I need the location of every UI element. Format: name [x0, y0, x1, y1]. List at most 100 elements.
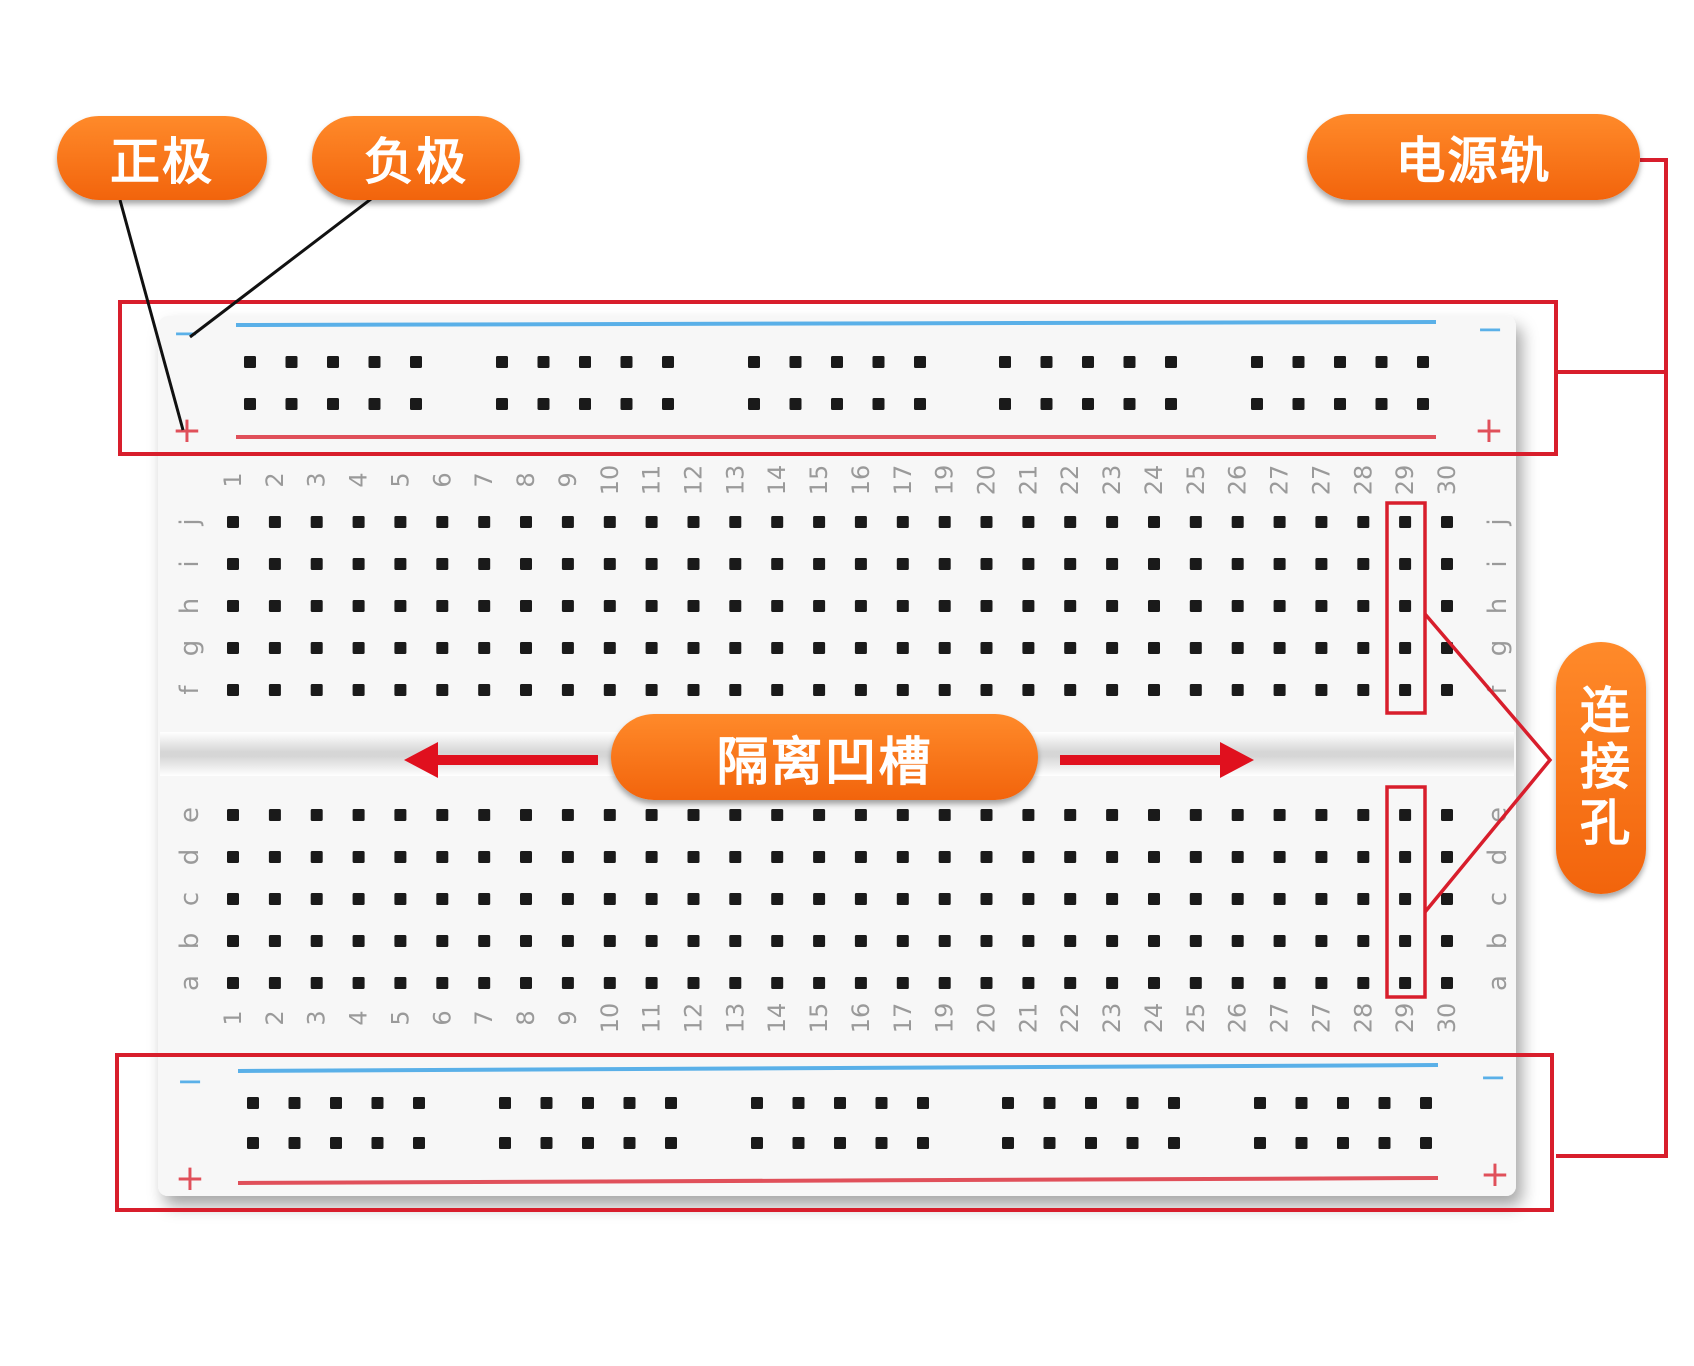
terminal-hole-bottom: [854, 977, 867, 989]
column-number-bottom: 1: [219, 1010, 247, 1025]
terminal-hole-bottom: [1148, 977, 1160, 989]
terminal-hole-top: [436, 600, 449, 612]
terminal-hole-bottom: [1399, 935, 1412, 947]
terminal-hole-bottom: [729, 935, 742, 947]
terminal-hole-top: [478, 516, 491, 528]
terminal-hole-bottom: [771, 935, 784, 947]
terminal-hole-top: [1022, 600, 1035, 612]
terminal-hole-bottom: [520, 977, 532, 989]
rail-hole-bottom: [665, 1097, 677, 1109]
terminal-hole-top: [980, 516, 993, 528]
terminal-hole-top: [1399, 642, 1412, 654]
rail-hole-bottom: [623, 1137, 636, 1149]
terminal-hole-top: [352, 600, 365, 612]
rail-hole-top: [1251, 356, 1263, 368]
terminal-hole-top: [394, 516, 407, 528]
terminal-hole-top: [1273, 516, 1286, 528]
terminal-hole-top: [1189, 642, 1202, 654]
terminal-hole-bottom: [1315, 851, 1328, 863]
rail-hole-bottom: [1337, 1137, 1349, 1149]
terminal-hole-bottom: [561, 893, 574, 905]
terminal-hole-top: [561, 600, 574, 612]
rail-hole-bottom: [792, 1097, 805, 1109]
terminal-hole-top: [310, 642, 323, 654]
column-number-bottom: 9: [554, 1010, 582, 1025]
terminal-hole-bottom: [938, 809, 951, 821]
row-letter-bottom-left: d: [175, 849, 205, 866]
terminal-hole-bottom: [1315, 893, 1328, 905]
rail-hole-bottom: [1043, 1137, 1056, 1149]
column-number-bottom: 13: [721, 1003, 749, 1034]
terminal-hole-bottom: [938, 893, 951, 905]
terminal-hole-top: [268, 516, 281, 528]
rail-hole-top: [579, 356, 591, 368]
column-number-bottom: 8: [512, 1010, 540, 1025]
terminal-hole-top: [1357, 642, 1370, 654]
rail-hole-bottom: [1254, 1097, 1266, 1109]
terminal-hole-bottom: [310, 893, 323, 905]
column-number-top: 6: [428, 472, 456, 487]
terminal-hole-bottom: [520, 809, 532, 821]
terminal-hole-bottom: [436, 935, 449, 947]
terminal-hole-bottom: [603, 809, 616, 821]
terminal-hole-top: [310, 516, 323, 528]
terminal-hole-top: [896, 642, 909, 654]
terminal-hole-bottom: [1148, 809, 1160, 821]
rail-hole-bottom: [917, 1137, 929, 1149]
terminal-hole-bottom: [478, 809, 491, 821]
terminal-hole-top: [645, 516, 658, 528]
rail-hole-bottom: [247, 1097, 259, 1109]
terminal-hole-bottom: [1148, 893, 1160, 905]
terminal-hole-top: [854, 558, 867, 570]
positive-leader-line: [118, 199, 185, 431]
rail-hole-bottom: [875, 1137, 888, 1149]
terminal-hole-bottom: [896, 935, 909, 947]
terminal-hole-bottom: [1441, 977, 1453, 989]
row-letter-bottom-left: e: [175, 807, 205, 823]
terminal-hole-bottom: [1273, 935, 1286, 947]
terminal-hole-bottom: [478, 851, 491, 863]
column-number-top: 11: [638, 465, 666, 496]
terminal-hole-bottom: [729, 893, 742, 905]
terminal-hole-bottom: [896, 851, 909, 863]
terminal-hole-top: [1273, 642, 1286, 654]
column-29-bottom-frame: [1385, 785, 1427, 999]
column-number-bottom: 7: [470, 1010, 498, 1025]
terminal-hole-bottom: [1189, 851, 1202, 863]
terminal-hole-bottom: [1399, 977, 1412, 989]
rail-hole-top: [914, 398, 926, 410]
terminal-hole-bottom: [603, 935, 616, 947]
rail-hole-top: [285, 398, 298, 410]
terminal-hole-top: [1357, 684, 1370, 696]
rail-hole-top: [1375, 398, 1388, 410]
terminal-hole-bottom: [1064, 977, 1077, 989]
terminal-hole-bottom: [1022, 809, 1035, 821]
terminal-hole-bottom: [1315, 977, 1328, 989]
terminal-hole-top: [603, 558, 616, 570]
row-letter-top-right: j: [1483, 518, 1513, 526]
terminal-hole-bottom: [478, 935, 491, 947]
terminal-hole-bottom: [352, 851, 365, 863]
terminal-hole-top: [310, 600, 323, 612]
terminal-hole-top: [268, 684, 281, 696]
terminal-hole-bottom: [310, 809, 323, 821]
column-number-top: 19: [931, 465, 959, 496]
rail-hole-bottom: [371, 1137, 384, 1149]
terminal-hole-bottom: [896, 809, 909, 821]
terminal-hole-bottom: [1022, 851, 1035, 863]
column-number-top: 2: [261, 472, 289, 487]
row-letter-top-left: f: [175, 685, 205, 695]
rail-hole-top: [1123, 356, 1136, 368]
terminal-hole-top: [1399, 516, 1412, 528]
terminal-hole-bottom: [1441, 851, 1453, 863]
terminal-hole-bottom: [436, 851, 449, 863]
terminal-hole-top: [436, 642, 449, 654]
terminal-hole-top: [1148, 558, 1160, 570]
terminal-hole-bottom: [227, 977, 239, 989]
terminal-hole-bottom: [561, 935, 574, 947]
terminal-hole-bottom: [1064, 893, 1077, 905]
terminal-hole-bottom: [478, 893, 491, 905]
rail-hole-bottom: [834, 1097, 846, 1109]
terminal-hole-bottom: [310, 851, 323, 863]
terminal-hole-top: [980, 600, 993, 612]
